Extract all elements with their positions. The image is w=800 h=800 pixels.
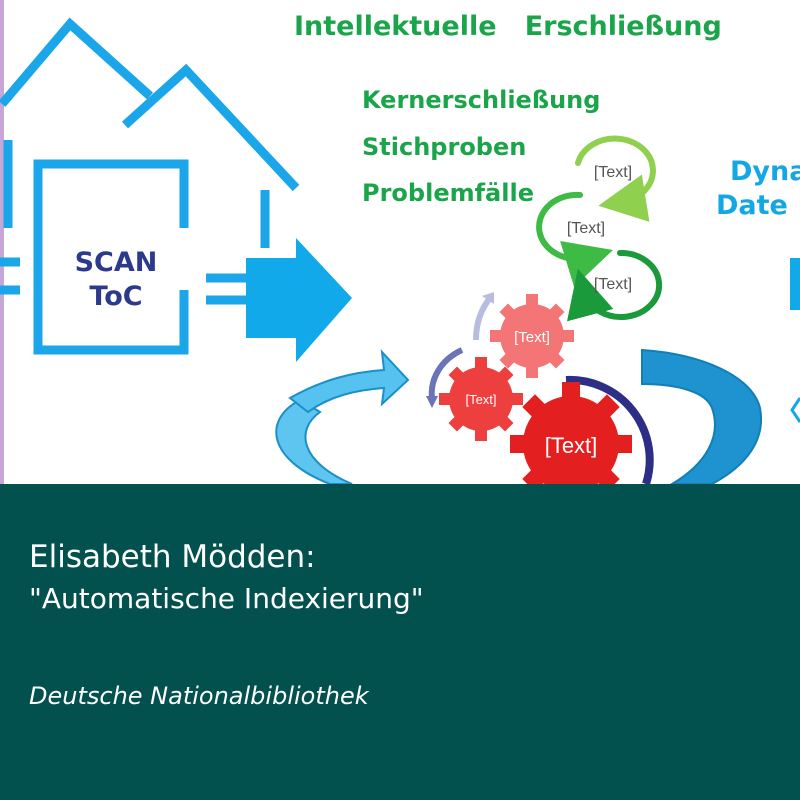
author-name: Elisabeth Mödden: bbox=[29, 539, 316, 575]
right-text-line2: Date bbox=[716, 190, 788, 221]
gear-arrow-down-icon bbox=[428, 347, 464, 399]
gear-large-label: [Text] bbox=[545, 433, 598, 458]
right-blue-bar bbox=[790, 258, 800, 310]
diagram-image: SCAN ToC Intellektuelle Erschließung Ker… bbox=[0, 0, 800, 484]
gear-left-icon bbox=[439, 357, 523, 441]
list-item-stichproben: Stichproben bbox=[362, 133, 526, 161]
gear-arrow-up-icon bbox=[473, 296, 493, 341]
house-icon bbox=[0, 17, 300, 355]
diagram-heading: Intellektuelle Erschließung bbox=[294, 11, 722, 42]
toc-label: ToC bbox=[89, 281, 142, 312]
scan-label: SCAN bbox=[75, 247, 158, 278]
list-item-problemfaelle: Problemfälle bbox=[362, 179, 534, 207]
gear-arrow-down-head bbox=[426, 396, 438, 408]
gear-arc-dark bbox=[565, 375, 654, 484]
cycle-label-3: [Text] bbox=[594, 276, 632, 293]
gear-large-icon bbox=[510, 382, 632, 484]
cycle-label-2: [Text] bbox=[567, 220, 605, 237]
arrow-right-icon bbox=[246, 238, 352, 362]
talk-title: "Automatische Indexierung" bbox=[29, 582, 424, 615]
organization-name: Deutsche Nationalbibliothek bbox=[29, 682, 369, 710]
caption-panel bbox=[0, 484, 800, 800]
gear-left-label: [Text] bbox=[465, 392, 496, 407]
gear-top-label: [Text] bbox=[514, 329, 550, 346]
cycle-arrows bbox=[536, 135, 663, 322]
cycle-label-1: [Text] bbox=[594, 164, 632, 181]
right-text-line1: Dyna bbox=[730, 156, 800, 187]
ring-arrow-icon bbox=[275, 348, 763, 484]
list-item-kernerschliessung: Kernerschließung bbox=[362, 86, 600, 114]
gear-top-icon bbox=[490, 294, 574, 378]
gear-arrow-up-head bbox=[482, 292, 494, 304]
left-edge-strip bbox=[0, 0, 4, 484]
right-chevron-icon bbox=[790, 397, 800, 423]
